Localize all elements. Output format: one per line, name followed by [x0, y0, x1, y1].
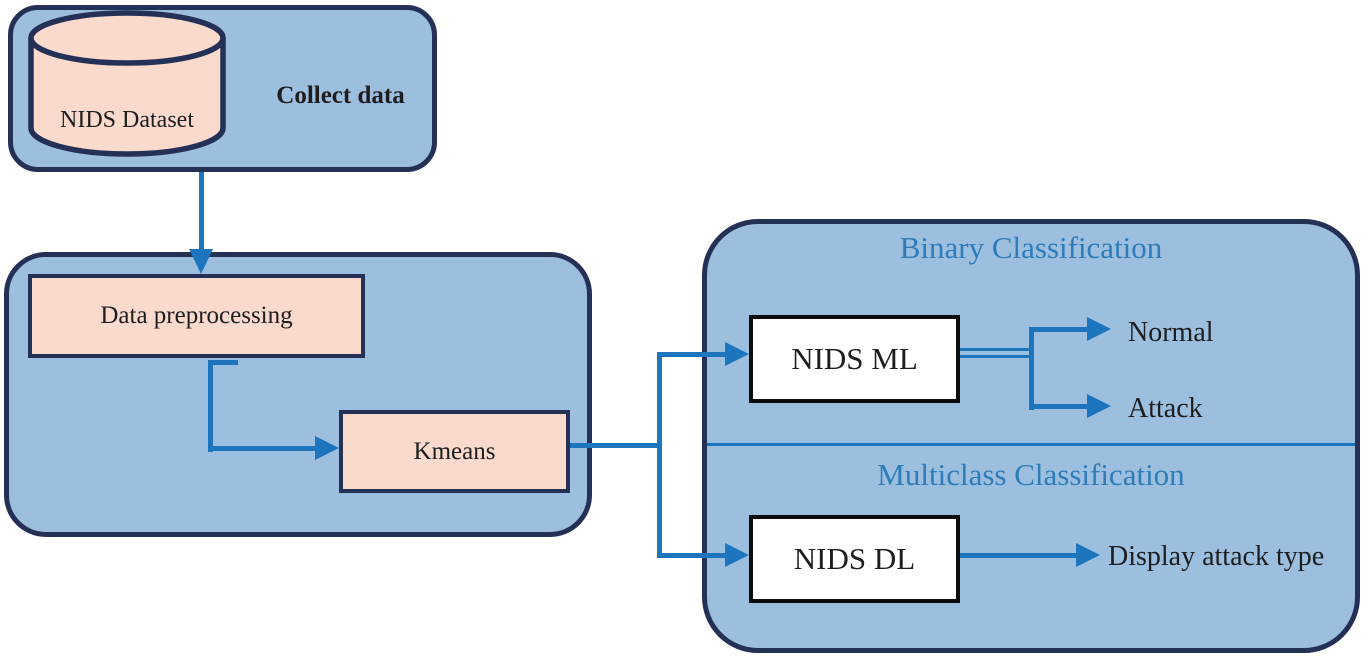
display-attack-type-label: Display attack type — [1108, 541, 1325, 572]
ml-split-vertical — [1029, 327, 1034, 410]
nids-ml-box: NIDS ML — [749, 315, 960, 403]
nids-dl-box: NIDS DL — [749, 515, 960, 603]
arrow-normal-head-icon — [1087, 317, 1111, 341]
arrow-kmeans-head-icon — [315, 436, 339, 460]
ml-double-line-bottom — [960, 355, 1032, 358]
arrow-collect-to-preprocess-head-icon — [189, 249, 213, 274]
attack-output-label: Attack — [1128, 393, 1203, 424]
arrow-display-head-icon — [1076, 543, 1100, 567]
connector-trunk-vertical — [657, 352, 662, 558]
connector-preprocess-vertical — [208, 360, 213, 452]
nids-dataset-label: NIDS Dataset — [60, 107, 194, 133]
data-preprocessing-label: Data preprocessing — [100, 302, 293, 329]
connector-kmeans-out — [570, 443, 660, 448]
nids-dl-label: NIDS DL — [793, 541, 916, 576]
binary-multiclass-divider — [707, 443, 1355, 446]
dl-output-line — [960, 553, 1076, 558]
database-cylinder-icon — [28, 10, 226, 157]
ml-branch-normal — [1029, 327, 1087, 332]
arrow-attack-head-icon — [1087, 394, 1111, 418]
connector-preprocess-stub — [208, 360, 238, 365]
connector-branch-dl — [657, 553, 725, 558]
arrow-nids-dl-head-icon — [725, 543, 749, 567]
arrow-nids-ml-head-icon — [725, 342, 749, 366]
connector-preprocess-horizontal — [208, 446, 316, 451]
collect-data-label: Collect data — [276, 82, 405, 109]
ml-branch-attack — [1029, 404, 1087, 409]
nids-ml-label: NIDS ML — [791, 341, 918, 376]
arrow-collect-to-preprocess-line — [199, 172, 204, 250]
kmeans-label: Kmeans — [413, 437, 496, 465]
normal-output-label: Normal — [1128, 317, 1214, 348]
multiclass-classification-title: Multiclass Classification — [877, 457, 1185, 492]
data-preprocessing-box: Data preprocessing — [28, 274, 365, 358]
kmeans-box: Kmeans — [339, 410, 570, 493]
binary-classification-title: Binary Classification — [899, 230, 1163, 265]
connector-branch-ml — [657, 352, 725, 357]
ml-double-line-top — [960, 348, 1032, 351]
